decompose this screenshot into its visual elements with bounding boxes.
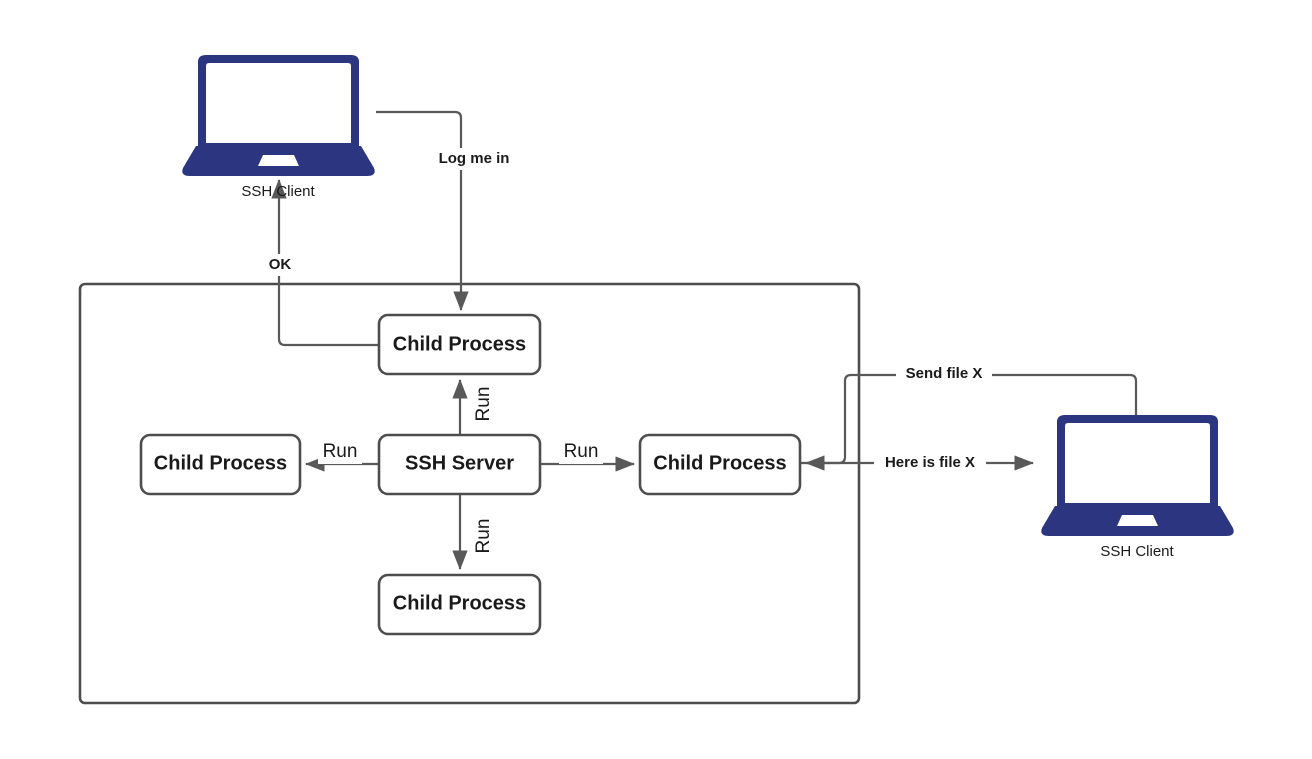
edge-label-log-me-in-group: Log me in	[415, 148, 533, 170]
edge-label-ok: OK	[269, 256, 292, 273]
node-ssh-server[interactable]: SSH Server	[377, 433, 542, 496]
node-ssh-server-box[interactable]	[377, 433, 542, 496]
node-child-process-bottom[interactable]: Child Process	[377, 573, 542, 636]
edge-label-here-is-file-x-group: Here is file X	[874, 453, 986, 474]
edge-label-run-top-group: Run	[473, 387, 494, 422]
edge-label-run-right: Run	[564, 441, 599, 462]
edge-ok-line	[271, 178, 379, 347]
laptop-screen-glass-top	[206, 63, 351, 143]
node-child-process-left-box[interactable]	[139, 433, 302, 496]
node-child-process-top[interactable]: Child Process	[377, 313, 542, 376]
edge-label-log-me-in: Log me in	[439, 150, 510, 167]
ssh-client-top-caption: SSH Client	[241, 183, 315, 200]
edge-label-ok-group: OK	[264, 254, 296, 276]
node-child-process-bottom-box[interactable]	[377, 573, 542, 636]
node-child-process-top-label: Child Process	[393, 333, 526, 355]
laptop-icon-ssh-client-right[interactable]	[1041, 415, 1234, 536]
edge-label-send-file-x-group: Send file X	[896, 364, 992, 385]
edge-label-run-bottom-group: Run	[473, 519, 494, 554]
ssh-server-host-boundary	[78, 282, 861, 705]
laptop-trackpad-right	[1117, 515, 1158, 526]
edge-log-me-in-line	[376, 110, 469, 312]
laptop-icon-ssh-client-top[interactable]	[182, 55, 375, 176]
ssh-client-right-caption: SSH Client	[1100, 543, 1174, 560]
edge-label-run-left-group: Run	[318, 440, 362, 464]
laptop-screen-glass-right	[1065, 423, 1210, 503]
edge-label-send-file-x: Send file X	[906, 365, 983, 382]
edge-label-here-is-file-x: Here is file X	[885, 454, 975, 471]
node-child-process-left[interactable]: Child Process	[139, 433, 302, 496]
edge-send-file-x-line	[804, 373, 1138, 471]
edge-label-run-bottom: Run	[473, 519, 494, 554]
node-child-process-top-box[interactable]	[377, 313, 542, 376]
laptop-trackpad-top	[258, 155, 299, 166]
node-child-process-right-box[interactable]	[638, 433, 802, 496]
node-ssh-server-label: SSH Server	[405, 452, 514, 474]
edge-label-run-left: Run	[323, 441, 358, 462]
node-child-process-left-label: Child Process	[154, 452, 287, 474]
node-child-process-right[interactable]: Child Process	[638, 433, 802, 496]
node-child-process-right-label: Child Process	[653, 452, 786, 474]
node-child-process-bottom-label: Child Process	[393, 592, 526, 614]
edge-label-run-right-group: Run	[559, 440, 603, 464]
edge-label-run-top: Run	[473, 387, 494, 422]
